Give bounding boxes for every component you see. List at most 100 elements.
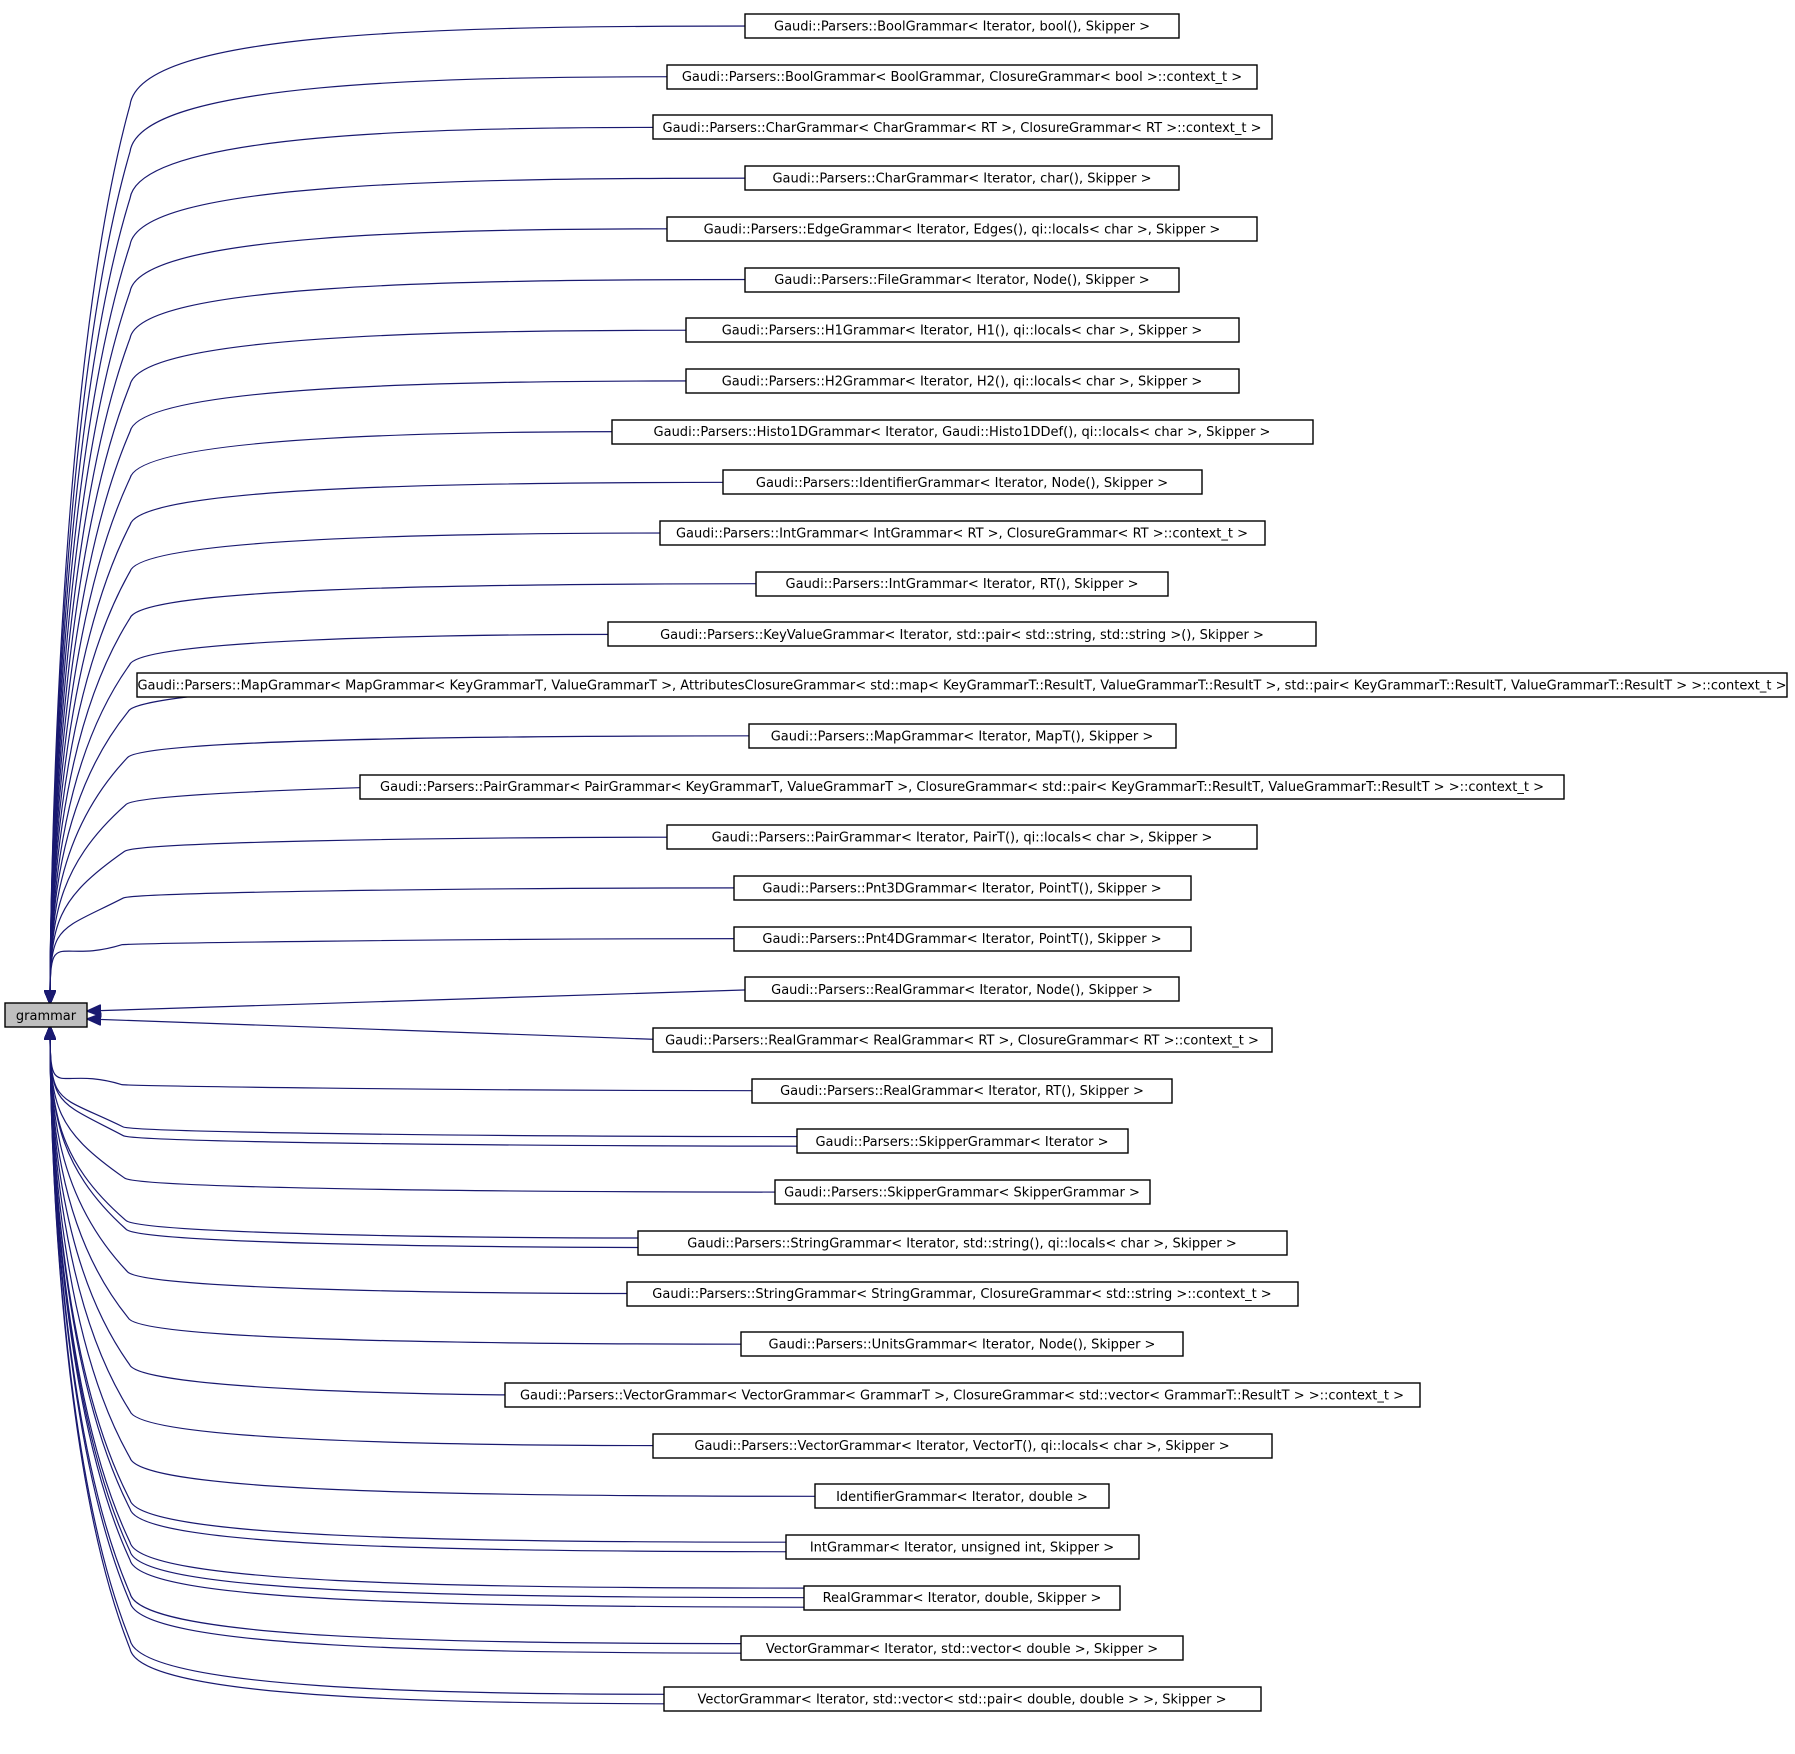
inheritance-edge xyxy=(50,1027,526,1396)
class-node-label: Gaudi::Parsers::CharGrammar< Iterator, c… xyxy=(772,172,1151,187)
inheritance-edge xyxy=(50,1027,847,1553)
inheritance-edge xyxy=(50,1027,699,1249)
class-node-box xyxy=(748,723,1177,749)
inheritance-edge xyxy=(50,684,278,1003)
class-node-label: Gaudi::Parsers::IntGrammar< IntGrammar< … xyxy=(676,527,1248,542)
class-node-label: Gaudi::Parsers::Histo1DGrammar< Iterator… xyxy=(654,425,1271,440)
class-node-label: Gaudi::Parsers::H1Grammar< Iterator, H1(… xyxy=(722,324,1203,339)
class-node-box xyxy=(652,1433,1273,1459)
class-node[interactable]: Gaudi::Parsers::PairGrammar< Iterator, P… xyxy=(666,824,1258,850)
class-node[interactable]: VectorGrammar< Iterator, std::vector< st… xyxy=(663,1686,1262,1712)
inheritance-edge xyxy=(50,735,770,1003)
inheritance-edge xyxy=(50,25,766,1003)
class-node-box xyxy=(637,1230,1288,1256)
class-node-box xyxy=(733,926,1192,952)
root-node-label: grammar xyxy=(16,1009,77,1024)
class-node-label: Gaudi::Parsers::VectorGrammar< VectorGra… xyxy=(520,1388,1404,1403)
inheritance-edge xyxy=(50,836,688,1003)
class-node-box xyxy=(663,1686,1262,1712)
class-node[interactable]: Gaudi::Parsers::StringGrammar< Iterator,… xyxy=(637,1230,1288,1256)
class-node[interactable]: Gaudi::Parsers::CharGrammar< Iterator, c… xyxy=(744,165,1180,191)
class-node-box xyxy=(785,1534,1140,1560)
class-node-box xyxy=(504,1382,1421,1408)
root-node[interactable]: grammar xyxy=(4,1002,88,1028)
class-node-label: Gaudi::Parsers::BoolGrammar< BoolGrammar… xyxy=(682,70,1242,85)
class-node-box xyxy=(803,1585,1121,1611)
inheritance-edge xyxy=(50,1027,725,1705)
class-node[interactable]: Gaudi::Parsers::EdgeGrammar< Iterator, E… xyxy=(666,216,1258,242)
class-node[interactable]: Gaudi::Parsers::Pnt4DGrammar< Iterator, … xyxy=(733,926,1192,952)
class-node-label: Gaudi::Parsers::VectorGrammar< Iterator,… xyxy=(694,1439,1229,1454)
inheritance-edge xyxy=(88,988,766,1011)
class-node-box xyxy=(685,368,1240,394)
class-node-label: Gaudi::Parsers::SkipperGrammar< Iterator… xyxy=(815,1135,1108,1150)
class-node[interactable]: Gaudi::Parsers::Histo1DGrammar< Iterator… xyxy=(611,419,1314,445)
class-node-box xyxy=(359,774,1565,800)
class-node-label: Gaudi::Parsers::RealGrammar< RealGrammar… xyxy=(665,1034,1259,1049)
class-node-box xyxy=(744,976,1180,1002)
class-node[interactable]: Gaudi::Parsers::VectorGrammar< VectorGra… xyxy=(504,1382,1421,1408)
class-node[interactable]: Gaudi::Parsers::IntGrammar< Iterator, RT… xyxy=(755,571,1169,597)
class-node[interactable]: Gaudi::Parsers::StringGrammar< StringGra… xyxy=(626,1281,1299,1307)
class-node[interactable]: RealGrammar< Iterator, double, Skipper > xyxy=(803,1585,1121,1611)
class-node[interactable]: Gaudi::Parsers::PairGrammar< PairGrammar… xyxy=(359,774,1565,800)
class-node-box xyxy=(722,469,1203,495)
inheritance-edge xyxy=(50,532,681,1003)
class-node-box xyxy=(744,165,1180,191)
class-node[interactable]: VectorGrammar< Iterator, std::vector< do… xyxy=(740,1635,1184,1661)
class-node[interactable]: Gaudi::Parsers::BoolGrammar< BoolGrammar… xyxy=(666,64,1258,90)
class-node[interactable]: Gaudi::Parsers::VectorGrammar< Iterator,… xyxy=(652,1433,1273,1459)
class-node-box xyxy=(751,1078,1173,1104)
class-node[interactable]: Gaudi::Parsers::MapGrammar< Iterator, Ma… xyxy=(748,723,1177,749)
class-node-box xyxy=(666,824,1258,850)
class-node-label: Gaudi::Parsers::IdentifierGrammar< Itera… xyxy=(756,476,1168,491)
class-node[interactable]: Gaudi::Parsers::RealGrammar< Iterator, N… xyxy=(744,976,1180,1002)
inheritance-edge xyxy=(50,228,688,1003)
class-node-label: Gaudi::Parsers::BoolGrammar< Iterator, b… xyxy=(774,20,1150,35)
class-node-box xyxy=(626,1281,1299,1307)
inheritance-edge xyxy=(50,583,777,1003)
class-node-box xyxy=(755,571,1169,597)
class-node[interactable]: Gaudi::Parsers::MapGrammar< MapGrammar< … xyxy=(136,672,1788,698)
class-node-label: Gaudi::Parsers::Pnt4DGrammar< Iterator, … xyxy=(762,932,1161,947)
class-node[interactable]: IntGrammar< Iterator, unsigned int, Skip… xyxy=(785,1534,1140,1560)
inheritance-edge xyxy=(50,1027,659,1239)
class-node-box xyxy=(685,317,1240,343)
class-node[interactable]: Gaudi::Parsers::BoolGrammar< Iterator, b… xyxy=(744,13,1180,39)
class-node-box xyxy=(652,114,1273,140)
class-node[interactable]: Gaudi::Parsers::RealGrammar< Iterator, R… xyxy=(751,1078,1173,1104)
class-node-label: Gaudi::Parsers::MapGrammar< MapGrammar< … xyxy=(137,679,1786,694)
class-node[interactable]: Gaudi::Parsers::SkipperGrammar< SkipperG… xyxy=(774,1179,1151,1205)
class-node-label: VectorGrammar< Iterator, std::vector< do… xyxy=(766,1642,1158,1657)
class-node[interactable]: IdentifierGrammar< Iterator, double > xyxy=(814,1483,1110,1509)
class-node[interactable]: Gaudi::Parsers::RealGrammar< RealGrammar… xyxy=(652,1027,1273,1053)
class-node-box xyxy=(659,520,1266,546)
class-node-box xyxy=(652,1027,1273,1053)
class-node[interactable]: Gaudi::Parsers::KeyValueGrammar< Iterato… xyxy=(607,621,1317,647)
class-node-label: Gaudi::Parsers::UnitsGrammar< Iterator, … xyxy=(769,1338,1156,1353)
class-node[interactable]: Gaudi::Parsers::SkipperGrammar< Iterator… xyxy=(796,1128,1129,1154)
class-node[interactable]: Gaudi::Parsers::FileGrammar< Iterator, N… xyxy=(744,267,1180,293)
class-node[interactable]: Gaudi::Parsers::H1Grammar< Iterator, H1(… xyxy=(685,317,1240,343)
inheritance-edge xyxy=(50,1027,858,1147)
inheritance-edge xyxy=(50,1027,825,1589)
inheritance-edge xyxy=(50,1027,836,1497)
class-node[interactable]: Gaudi::Parsers::UnitsGrammar< Iterator, … xyxy=(740,1331,1184,1357)
class-node[interactable]: Gaudi::Parsers::IntGrammar< IntGrammar< … xyxy=(659,520,1266,546)
class-node-box xyxy=(744,267,1180,293)
class-node-label: Gaudi::Parsers::StringGrammar< Iterator,… xyxy=(687,1236,1236,1251)
class-node-box xyxy=(796,1128,1129,1154)
class-node-label: Gaudi::Parsers::RealGrammar< Iterator, R… xyxy=(780,1084,1144,1099)
class-node-box xyxy=(666,64,1258,90)
class-node-box xyxy=(740,1331,1184,1357)
inheritance-edge xyxy=(50,126,674,1003)
inheritance-edge xyxy=(50,633,629,1003)
class-node[interactable]: Gaudi::Parsers::CharGrammar< CharGrammar… xyxy=(652,114,1273,140)
class-node[interactable]: Gaudi::Parsers::IdentifierGrammar< Itera… xyxy=(722,469,1203,495)
class-node[interactable]: Gaudi::Parsers::Pnt3DGrammar< Iterator, … xyxy=(733,875,1192,901)
class-node-label: Gaudi::Parsers::H2Grammar< Iterator, H2(… xyxy=(722,374,1203,389)
class-node-box xyxy=(611,419,1314,445)
class-node[interactable]: Gaudi::Parsers::H2Grammar< Iterator, H2(… xyxy=(685,368,1240,394)
nodes-layer: Gaudi::Parsers::BoolGrammar< Iterator, b… xyxy=(136,13,1788,1712)
